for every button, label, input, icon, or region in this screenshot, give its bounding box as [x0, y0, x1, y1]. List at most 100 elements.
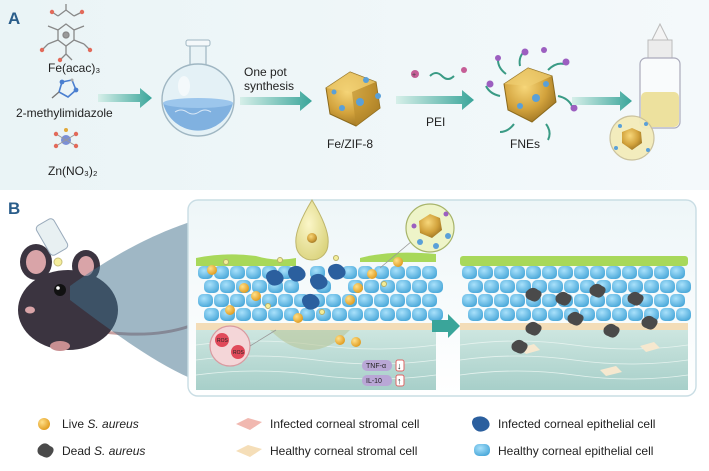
dead-bacteria	[627, 291, 644, 306]
epithelial-cell	[230, 294, 245, 307]
zoom-cone	[70, 222, 190, 378]
live-bacteria	[345, 295, 355, 305]
epithelial-cell	[204, 308, 219, 321]
epithelial-cell	[268, 308, 283, 321]
legend-infected-stromal-icon	[236, 418, 262, 430]
epithelial-cell	[252, 308, 267, 321]
epithelial-cell	[262, 294, 277, 307]
epithelial-cell	[516, 308, 531, 321]
legend-healthy-stromal: Healthy corneal stromal cell	[270, 444, 417, 458]
epithelial-cell	[374, 266, 389, 279]
infected-epithelial-layer	[198, 255, 443, 347]
epithelial-cell	[390, 266, 405, 279]
infected-epithelial-cell	[266, 269, 284, 286]
step-pei: PEI	[426, 115, 445, 129]
arrow-to-flask-icon	[98, 88, 152, 108]
epithelial-cell	[590, 294, 605, 307]
live-bacteria	[251, 291, 261, 301]
reagent-imidazole: 2-methylimidazole	[16, 106, 113, 120]
live-bacteria	[353, 283, 363, 293]
live-bacteria	[367, 269, 377, 279]
legend-healthy-epithelial: Healthy corneal epithelial cell	[498, 444, 653, 458]
legend-live-bacteria-icon	[38, 418, 50, 430]
live-bacteria	[207, 265, 217, 275]
fne-particle	[265, 303, 271, 309]
svg-text:ROS: ROS	[233, 350, 245, 356]
legend: Live S. aureus Dead S. aureus Infected c…	[37, 416, 655, 458]
fne-zoom-inset	[379, 203, 455, 269]
legend-infected-epithelial: Infected corneal epithelial cell	[498, 417, 655, 431]
eye-drop-bottle-icon	[609, 22, 681, 161]
epithelial-cell	[542, 266, 557, 279]
live-bacteria	[393, 257, 403, 267]
arrow-synthesis-icon	[240, 91, 312, 111]
epithelial-cell	[510, 294, 525, 307]
live-bacteria	[225, 305, 235, 315]
epithelial-cell	[638, 266, 653, 279]
dead-bacteria	[603, 323, 620, 338]
arrow-to-bottle-icon	[572, 91, 632, 111]
epithelial-cell	[236, 308, 251, 321]
epithelial-cell	[558, 266, 573, 279]
epithelial-cell	[478, 266, 493, 279]
dead-bacteria	[525, 287, 542, 302]
dead-bacteria	[525, 321, 542, 336]
epithelial-cell	[468, 280, 483, 293]
live-bacteria	[293, 313, 303, 323]
epithelial-cell	[246, 266, 261, 279]
epithelial-cell	[358, 294, 373, 307]
epithelial-cell	[428, 280, 443, 293]
healthy-cornea	[459, 256, 689, 390]
epithelial-cell	[574, 266, 589, 279]
epithelial-cell	[406, 294, 421, 307]
ros-zoom-inset: ROS ROS	[209, 325, 277, 367]
epithelial-cell	[422, 294, 437, 307]
svg-text:↑: ↑	[397, 376, 402, 386]
epithelial-cell	[230, 266, 245, 279]
epithelial-cell	[300, 308, 315, 321]
infected-epithelial-cell	[328, 263, 346, 280]
svg-text:+: +	[412, 72, 416, 79]
product-fe-zif8: Fe/ZIF-8	[327, 137, 373, 151]
dead-bacteria	[567, 311, 584, 326]
panel-b-letter: B	[8, 199, 20, 218]
epithelial-cell	[396, 280, 411, 293]
epithelial-cell	[548, 280, 563, 293]
epithelial-cell	[542, 294, 557, 307]
epithelial-cell	[390, 294, 405, 307]
epithelial-cell	[326, 294, 341, 307]
infected-epithelial-cell	[302, 293, 320, 310]
step-synthesis: synthesis	[244, 79, 294, 93]
imidazole-molecule-icon	[51, 78, 79, 99]
epithelial-cell	[670, 294, 685, 307]
step-one-pot: One pot	[244, 65, 287, 79]
epithelial-cell	[564, 280, 579, 293]
epithelial-cell	[500, 280, 515, 293]
svg-text:ROS: ROS	[217, 338, 229, 344]
arrow-healing-icon	[432, 314, 460, 338]
live-bacteria	[335, 335, 345, 345]
fne-particle	[333, 255, 339, 261]
epithelial-cell	[468, 308, 483, 321]
epithelial-cell	[380, 308, 395, 321]
fne-particle	[319, 309, 325, 315]
epithelial-cell	[612, 308, 627, 321]
epithelial-cell	[422, 266, 437, 279]
fne-particle	[277, 257, 283, 263]
fne-droplet-icon	[295, 199, 329, 261]
epithelial-cell	[580, 308, 595, 321]
cytokine-il10: IL-10 ↑	[362, 374, 405, 387]
legend-healthy-stromal-icon	[236, 445, 262, 457]
zinc-nitrate-icon	[53, 128, 79, 149]
fe-zif8-crystal-icon	[325, 71, 381, 127]
dead-bacteria	[589, 283, 606, 298]
epithelial-cell	[214, 294, 229, 307]
legend-dead-bacteria: Dead S. aureus	[62, 444, 145, 458]
epithelial-cell	[516, 280, 531, 293]
infected-epithelial-cell	[310, 273, 328, 290]
healthy-epithelial-layer	[462, 266, 691, 354]
epithelial-cell	[532, 308, 547, 321]
svg-text:TNF-α: TNF-α	[366, 363, 386, 370]
panel-a-letter: A	[8, 9, 20, 28]
epithelial-cell	[526, 266, 541, 279]
